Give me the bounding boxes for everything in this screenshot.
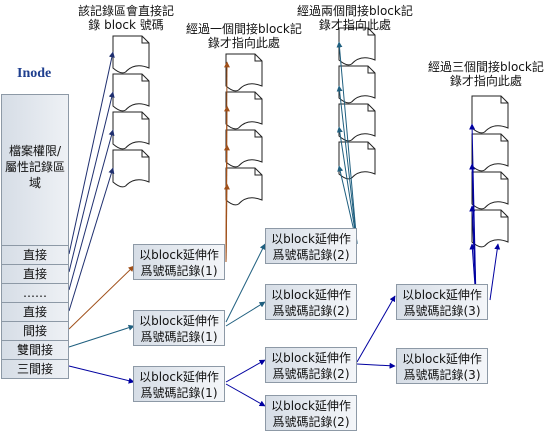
arrow-triple-l1-a — [225, 359, 266, 383]
arrow-triple — [68, 365, 135, 384]
inode-row-triple-indirect: 三間接 — [1, 360, 69, 379]
arrow-direct-3 — [68, 129, 115, 291]
triple-indirect-data-block — [471, 171, 509, 210]
page-fold — [254, 130, 262, 138]
arrow-double — [68, 324, 135, 348]
page-fold — [500, 134, 508, 142]
page-fold — [367, 142, 375, 150]
page-fold — [500, 172, 508, 180]
single-indirect-data-block — [225, 129, 263, 168]
triple-indirect-data-block — [471, 133, 509, 172]
annotation-single-indirect: 經過一個間接block記錄才指向此處 — [186, 22, 302, 50]
double-indirect-block-level2: 以block延伸作爲號碼記錄(2) — [265, 284, 357, 320]
page-fold — [500, 96, 508, 104]
inode-row-ellipsis: …… — [1, 284, 69, 303]
arrow-direct-1 — [68, 51, 115, 255]
page-fold — [367, 66, 375, 74]
triple-indirect-block-level1: 以block延伸作爲號碼記錄(1) — [133, 366, 225, 402]
inode-row-direct: 直接 — [1, 246, 69, 265]
attribute-area-label: 檔案權限/屬性記錄區域 — [4, 144, 65, 190]
double-indirect-data-block — [338, 65, 376, 104]
inode-structure: 檔案權限/屬性記錄區域 直接 直接 …… 直接 間接 雙間接 三間接 — [1, 94, 69, 379]
double-indirect-data-block — [338, 27, 376, 66]
inode-row-direct: 直接 — [1, 265, 69, 284]
double-indirect-block-level1: 以block延伸作爲號碼記錄(1) — [133, 310, 225, 346]
direct-data-block — [112, 73, 150, 112]
arrow-double-3 — [336, 126, 358, 245]
arrow-double-1 — [336, 41, 358, 245]
arrow-direct-2 — [68, 91, 115, 273]
arrow-triple-l2-b — [356, 362, 396, 369]
page-fold — [141, 112, 149, 120]
triple-indirect-data-block — [471, 209, 509, 248]
page-fold — [141, 74, 149, 82]
arrow-direct-4 — [68, 167, 115, 312]
indirect-block-level1: 以block延伸作爲號碼記錄(1) — [133, 244, 225, 280]
page-fold — [367, 28, 375, 36]
page-fold — [254, 92, 262, 100]
arrow-triple-l2-a — [356, 295, 396, 363]
triple-indirect-data-block — [471, 95, 509, 134]
attribute-area: 檔案權限/屬性記錄區域 — [1, 94, 69, 246]
double-indirect-block-level2: 以block延伸作爲號碼記錄(2) — [265, 228, 357, 264]
annotation-double-indirect: 經過兩個間接block記錄才指向此處 — [297, 4, 413, 32]
page-fold — [500, 210, 508, 218]
arrow-single-4 — [223, 183, 230, 263]
page-fold — [254, 168, 262, 176]
triple-indirect-block-level2: 以block延伸作爲號碼記錄(2) — [265, 395, 357, 431]
inode-title: Inode — [17, 66, 52, 81]
page-fold — [141, 150, 149, 158]
direct-data-block — [112, 149, 150, 188]
annotation-triple-indirect: 經過三個間接block記錄才指向此處 — [428, 60, 544, 88]
inode-row-indirect: 間接 — [1, 322, 69, 341]
single-indirect-data-block — [225, 167, 263, 206]
double-indirect-data-block — [338, 103, 376, 142]
triple-indirect-block-level3: 以block延伸作爲號碼記錄(3) — [396, 348, 488, 384]
arrow-indirect — [68, 265, 135, 330]
page-fold — [367, 104, 375, 112]
direct-data-block — [112, 111, 150, 150]
arrow-double-l1-b — [225, 301, 266, 327]
inode-row-double-indirect: 雙間接 — [1, 341, 69, 360]
arrow-double-l1-a — [225, 243, 266, 323]
data-block-stacks — [112, 27, 509, 248]
arrow-double-2 — [336, 85, 358, 245]
arrow-triple-l1-b — [225, 383, 266, 407]
page-fold — [254, 54, 262, 62]
single-indirect-data-block — [225, 91, 263, 130]
inode-row-direct: 直接 — [1, 303, 69, 322]
annotation-direct: 該記錄區會直接記錄 block 號碼 — [78, 4, 175, 32]
triple-indirect-block-level3: 以block延伸作爲號碼記錄(3) — [396, 284, 488, 320]
arrow-triple-5 — [489, 243, 501, 301]
single-indirect-data-block — [225, 53, 263, 92]
triple-indirect-block-level2: 以block延伸作爲號碼記錄(2) — [265, 347, 357, 383]
page-fold — [141, 36, 149, 44]
direct-data-block — [112, 35, 150, 74]
pointer-arrows — [68, 41, 501, 407]
